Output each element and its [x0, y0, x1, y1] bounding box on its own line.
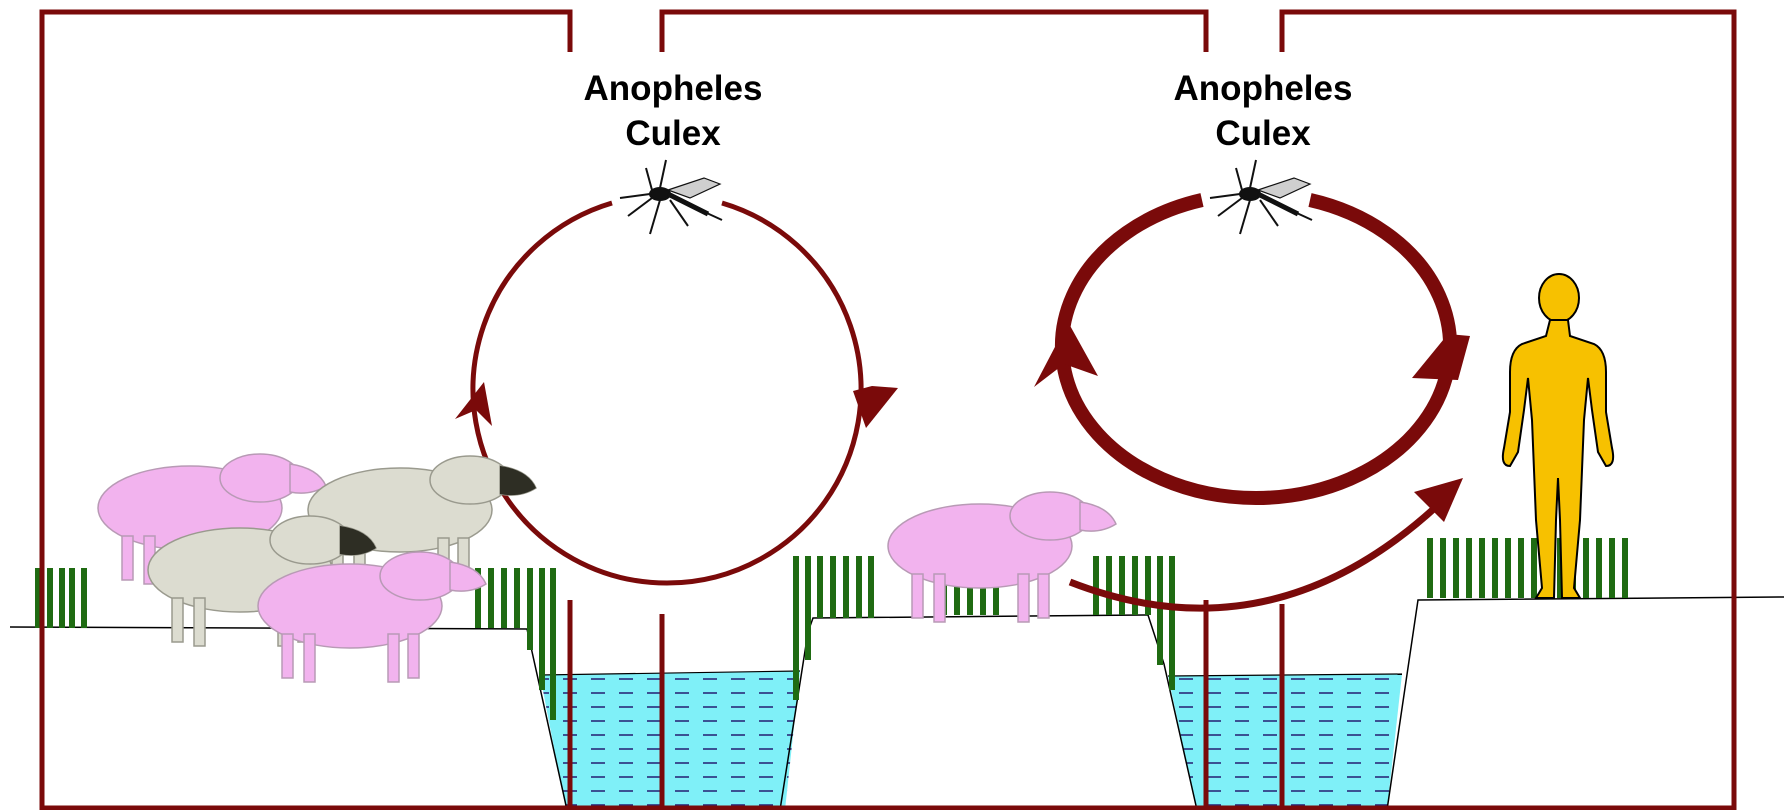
frame-left-panel-right — [662, 12, 1206, 52]
mosquito-icon — [1210, 160, 1312, 234]
vector-label-left: Anopheles Culex — [553, 66, 793, 156]
vector-name-culex: Culex — [553, 111, 793, 156]
cycle-arc-right — [1062, 200, 1450, 498]
frame — [42, 12, 1734, 810]
ground-line-right — [1387, 597, 1784, 810]
sheep-icon — [888, 492, 1116, 622]
vector-name-culex: Culex — [1143, 111, 1383, 156]
vector-name-anopheles: Anopheles — [1143, 66, 1383, 111]
water-pond-right — [1168, 674, 1402, 810]
vector-name-anopheles: Anopheles — [553, 66, 793, 111]
mosquito-icon — [620, 160, 722, 234]
vector-label-right: Anopheles Culex — [1143, 66, 1383, 156]
frame-left-panel — [42, 12, 570, 810]
cycle-right — [1034, 200, 1470, 608]
arrowhead-right-down — [1412, 334, 1470, 380]
cycle-arc-left — [473, 203, 861, 583]
ground-line-middle — [780, 615, 1197, 810]
spillover-arrow — [1070, 505, 1438, 608]
water-pond-left — [540, 671, 800, 810]
cycle-left — [455, 203, 898, 583]
